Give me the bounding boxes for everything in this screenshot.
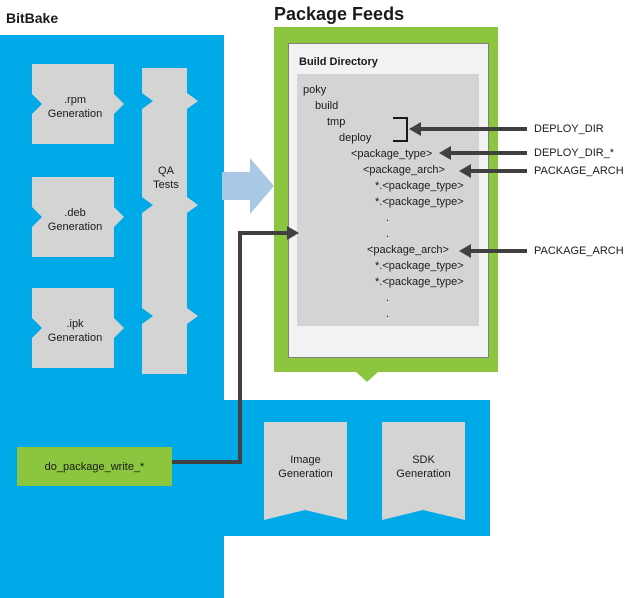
bitbake-title: BitBake [6,10,59,26]
tree-package-arch-2: <package_arch> [367,244,449,256]
tree-package-arch-1: <package_arch> [363,164,445,176]
image-generation-shape [264,422,347,520]
tree-file-1: *.<package_type> [375,180,464,192]
tree-file-2: *.<package_type> [375,196,464,208]
tree-ellipsis-4: . [386,308,390,320]
feed-flow-arrow [222,158,274,214]
tree-ellipsis-2: . [386,228,390,240]
do-package-write-box: do_package_write_* [17,447,172,486]
package-write-connector [172,231,290,464]
deploy-bracket [393,117,408,142]
tree-package-type: <package_type> [351,148,433,160]
package-feeds-title: Package Feeds [274,4,405,24]
package-arch-1-arrowhead [459,164,471,178]
tree-ellipsis-1: . [386,212,390,224]
package-arch-2-arrowhead [459,244,471,258]
deploy-dir-star-label: DEPLOY_DIR_* [534,147,615,159]
tree-file-3: *.<package_type> [375,260,464,272]
package-arch-label-1: PACKAGE_ARCH [534,165,624,177]
directory-tree-area [297,74,479,326]
sdk-generation-shape [382,422,465,520]
tree-build: build [315,100,339,112]
package-arch-label-2: PACKAGE_ARCH [534,245,624,257]
package-feeds-pointer [355,371,379,382]
tree-ellipsis-3: . [386,292,390,304]
deploy-dir-label: DEPLOY_DIR [534,123,604,135]
ipk-generation-shape [32,288,124,368]
deploy-dir-star-arrowhead [439,146,451,160]
tree-file-4: *.<package_type> [375,276,464,288]
tree-tmp: tmp [327,116,346,128]
rpm-generation-shape [32,64,124,144]
qa-tests-shape [142,68,198,374]
deploy-dir-arrowhead [409,122,421,136]
deb-generation-shape [32,177,124,257]
tree-poky: poky [303,84,327,96]
build-directory-title: Build Directory [299,56,378,68]
tree-deploy: deploy [339,132,372,144]
package-write-arrowhead [287,226,299,240]
